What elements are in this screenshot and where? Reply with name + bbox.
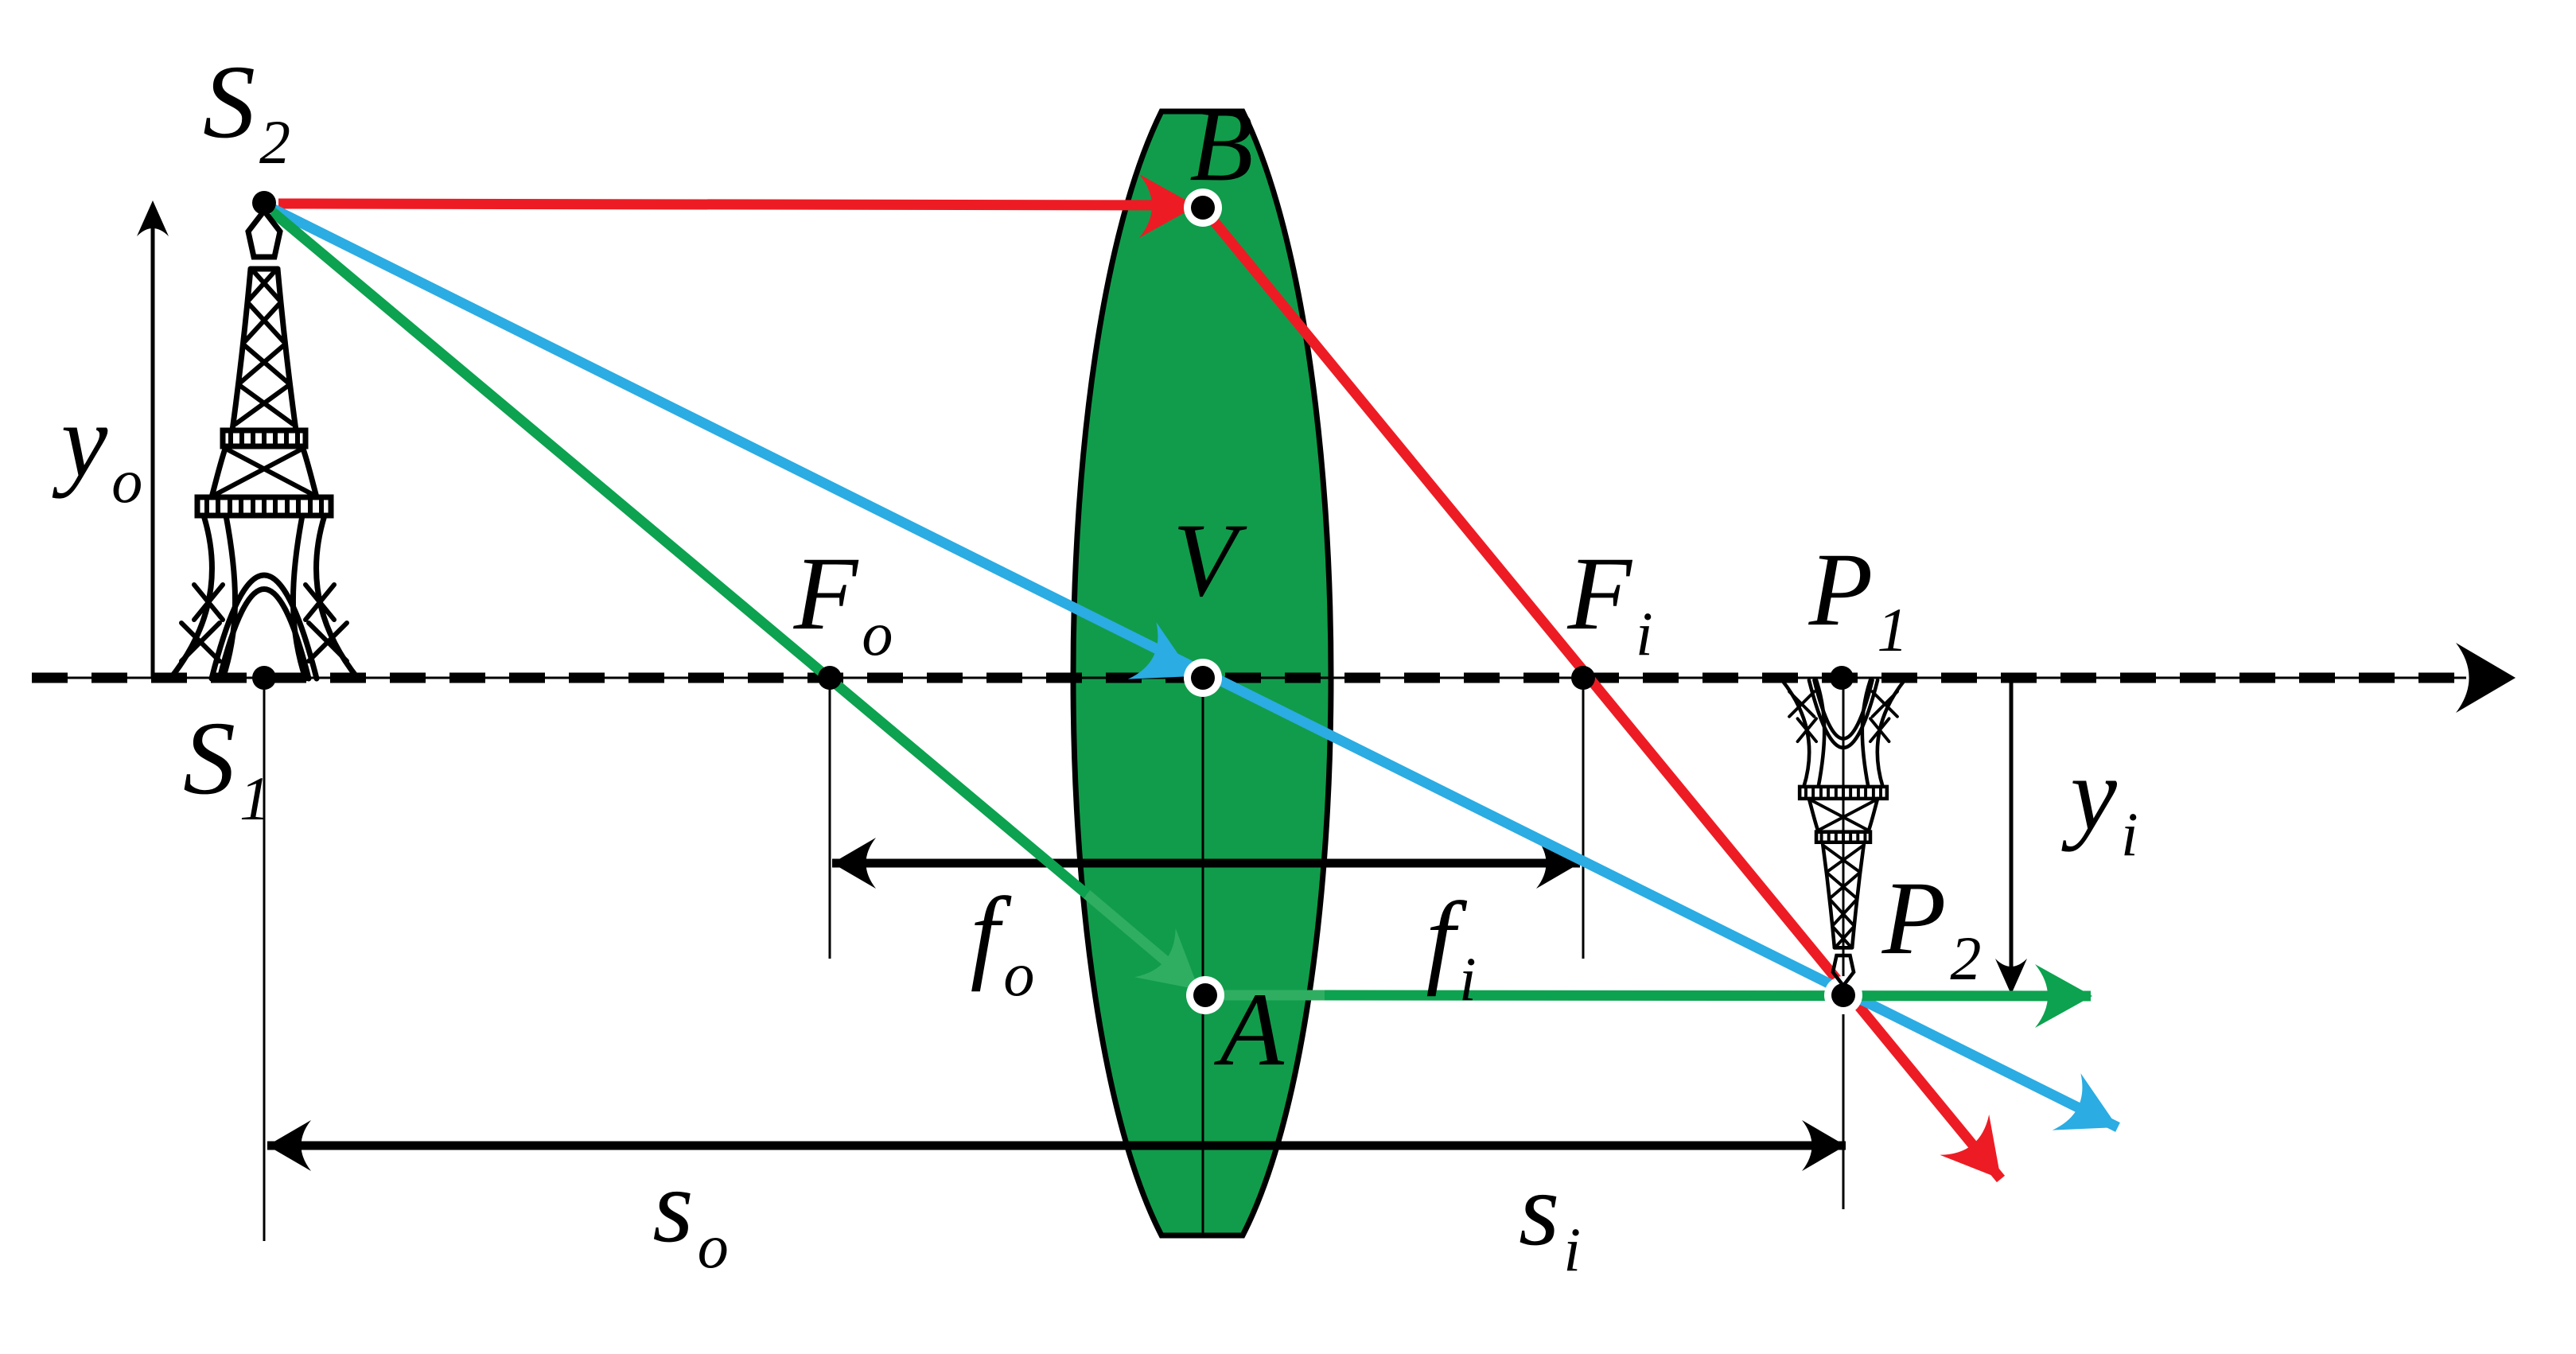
label-S1-main: S <box>183 699 235 817</box>
object-height-dimension <box>137 200 169 678</box>
green-ray-incident <box>268 208 1091 898</box>
label-B-main: B <box>1189 86 1254 204</box>
label-so: so <box>652 1154 728 1278</box>
label-yi-sub: i <box>2120 799 2138 869</box>
green-ray-end-arrowhead-icon <box>2035 964 2092 1028</box>
yo-up-arrowhead-icon <box>137 200 169 236</box>
point-B-dot <box>1184 189 1222 227</box>
label-si-main: s <box>1518 1150 1560 1268</box>
label-V: V <box>1173 508 1241 632</box>
point-V-dot <box>1184 659 1222 697</box>
label-fo: fo <box>971 881 1035 1006</box>
green-ray-mid-arrowhead-icon <box>1134 928 1199 990</box>
focal-length-dimension <box>832 838 1580 889</box>
object-image-distance-dimension <box>267 1120 1846 1171</box>
red-parallel-ray <box>278 174 2006 1183</box>
f-left-arrowhead-icon <box>832 838 876 889</box>
label-so-sub: o <box>697 1211 729 1281</box>
label-Fo-main: F <box>793 535 858 652</box>
point-P1-dot <box>1830 666 1854 690</box>
point-Fo-dot <box>818 666 842 690</box>
image-height-dimension <box>1995 678 2027 994</box>
label-Fo: Fo <box>794 541 893 665</box>
optical-axis <box>32 643 2516 713</box>
label-fi-sub: i <box>1459 944 1477 1014</box>
label-A: A <box>1220 977 1288 1101</box>
label-Fi: Fi <box>1567 541 1652 665</box>
blue-ray-mid-arrowhead-icon <box>1127 622 1193 679</box>
label-S1: S1 <box>183 706 270 830</box>
axis-arrowhead-icon <box>2456 643 2516 713</box>
marked-points <box>252 189 1862 1014</box>
point-A-dot <box>1186 976 1224 1014</box>
s-left-arrowhead-icon <box>267 1120 311 1171</box>
s-right-arrowhead-icon <box>1802 1120 1846 1171</box>
yi-down-arrowhead-icon <box>1995 959 2027 994</box>
point-P2-dot <box>1824 976 1862 1014</box>
point-Fi-dot <box>1571 666 1595 690</box>
label-si: si <box>1519 1157 1581 1281</box>
label-P2-main: P <box>1881 859 1947 977</box>
label-S2-sub: 2 <box>259 107 290 177</box>
label-P1: P1 <box>1809 537 1909 661</box>
red-ray-mid-arrowhead-icon <box>1139 174 1197 238</box>
label-S1-sub: 1 <box>239 763 270 833</box>
label-so-main: s <box>652 1147 694 1265</box>
red-ray-end-arrowhead-icon <box>1940 1114 2001 1179</box>
label-si-sub: i <box>1563 1214 1582 1284</box>
label-P1-sub: 1 <box>1877 594 1909 664</box>
label-fi: fi <box>1426 886 1476 1010</box>
label-fo-sub: o <box>1003 939 1035 1009</box>
label-fo-main: f <box>970 875 1000 993</box>
label-B: B <box>1189 92 1258 216</box>
red-ray-refracted <box>1198 204 2006 1183</box>
green-focal-ray <box>268 208 2092 1028</box>
label-yi: yi <box>2070 741 2138 866</box>
point-S1-dot <box>252 666 276 690</box>
label-S2: S2 <box>203 49 290 173</box>
label-Fo-sub: o <box>862 598 893 668</box>
label-A-main: A <box>1220 971 1284 1088</box>
label-fi-main: f <box>1426 880 1456 998</box>
guide-lines <box>263 678 1845 1241</box>
f-right-arrowhead-icon <box>1536 838 1580 889</box>
label-P2-sub: 2 <box>1950 923 1982 993</box>
label-S2-main: S <box>203 43 255 161</box>
label-yo-sub: o <box>111 445 143 516</box>
label-P2: P2 <box>1882 866 1982 990</box>
red-ray-incident <box>278 198 1194 211</box>
label-V-main: V <box>1173 501 1237 619</box>
label-yo-main: y <box>60 382 108 500</box>
label-Fi-sub: i <box>1635 598 1653 668</box>
object-eiffel-tower <box>170 200 358 679</box>
label-yo: yo <box>61 388 143 512</box>
green-ray-exit <box>1324 990 2092 1002</box>
label-P1-main: P <box>1808 531 1874 648</box>
label-Fi-main: F <box>1567 535 1632 652</box>
label-yi-main: y <box>2070 735 2117 853</box>
blue-ray-end-arrowhead-icon <box>2052 1073 2118 1130</box>
